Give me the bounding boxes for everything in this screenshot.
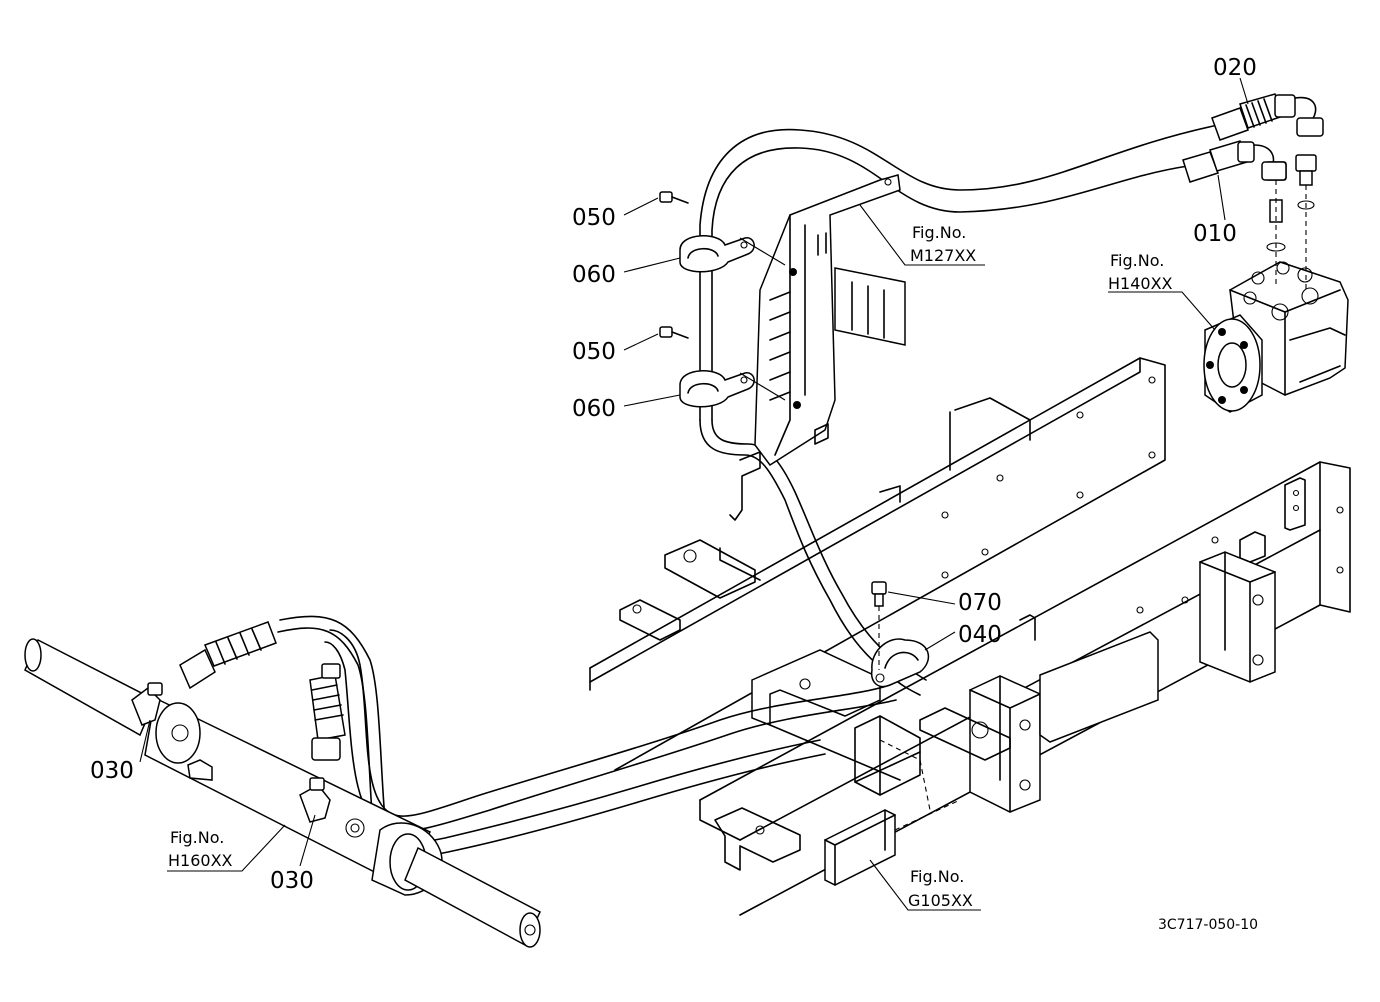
label-010: 010	[1193, 221, 1237, 247]
label-050-upper: 050	[572, 205, 616, 231]
hydraulic-lines	[277, 124, 1219, 858]
steering-cylinder	[24, 638, 541, 948]
label-050-lower: 050	[572, 339, 616, 365]
label-070: 070	[958, 590, 1002, 616]
figure-references: Fig.No. M127XX Fig.No. H140XX Fig.No. H1…	[168, 223, 1173, 910]
fig-ref-h160-line2: H160XX	[168, 851, 233, 870]
drawing-code: 3C717-050-10	[1158, 917, 1258, 933]
frame-rails	[589, 357, 1351, 916]
fig-ref-h140-line1: Fig.No.	[1110, 251, 1164, 270]
leader-lines	[139, 77, 1249, 911]
part-number-labels: 050 060 050 060 070 040 020 010 030 030	[90, 55, 1257, 894]
label-020: 020	[1213, 55, 1257, 81]
fig-ref-h160-line1: Fig.No.	[170, 828, 224, 847]
fig-ref-m127-line2: M127XX	[910, 246, 976, 265]
label-060-lower: 060	[572, 396, 616, 422]
fig-ref-h140-line2: H140XX	[1108, 274, 1173, 293]
hose-fittings	[179, 93, 1324, 761]
label-040: 040	[958, 622, 1002, 648]
hose-bracket-plate	[729, 174, 906, 521]
fig-ref-g105-line2: G105XX	[908, 891, 973, 910]
fig-ref-g105-line1: Fig.No.	[910, 867, 964, 886]
label-030-upper: 030	[90, 758, 134, 784]
hose-clamps	[659, 191, 930, 688]
label-030-lower: 030	[270, 868, 314, 894]
fig-ref-m127-line1: Fig.No.	[912, 223, 966, 242]
steering-valve-unit	[1203, 261, 1349, 413]
label-060-upper: 060	[572, 262, 616, 288]
